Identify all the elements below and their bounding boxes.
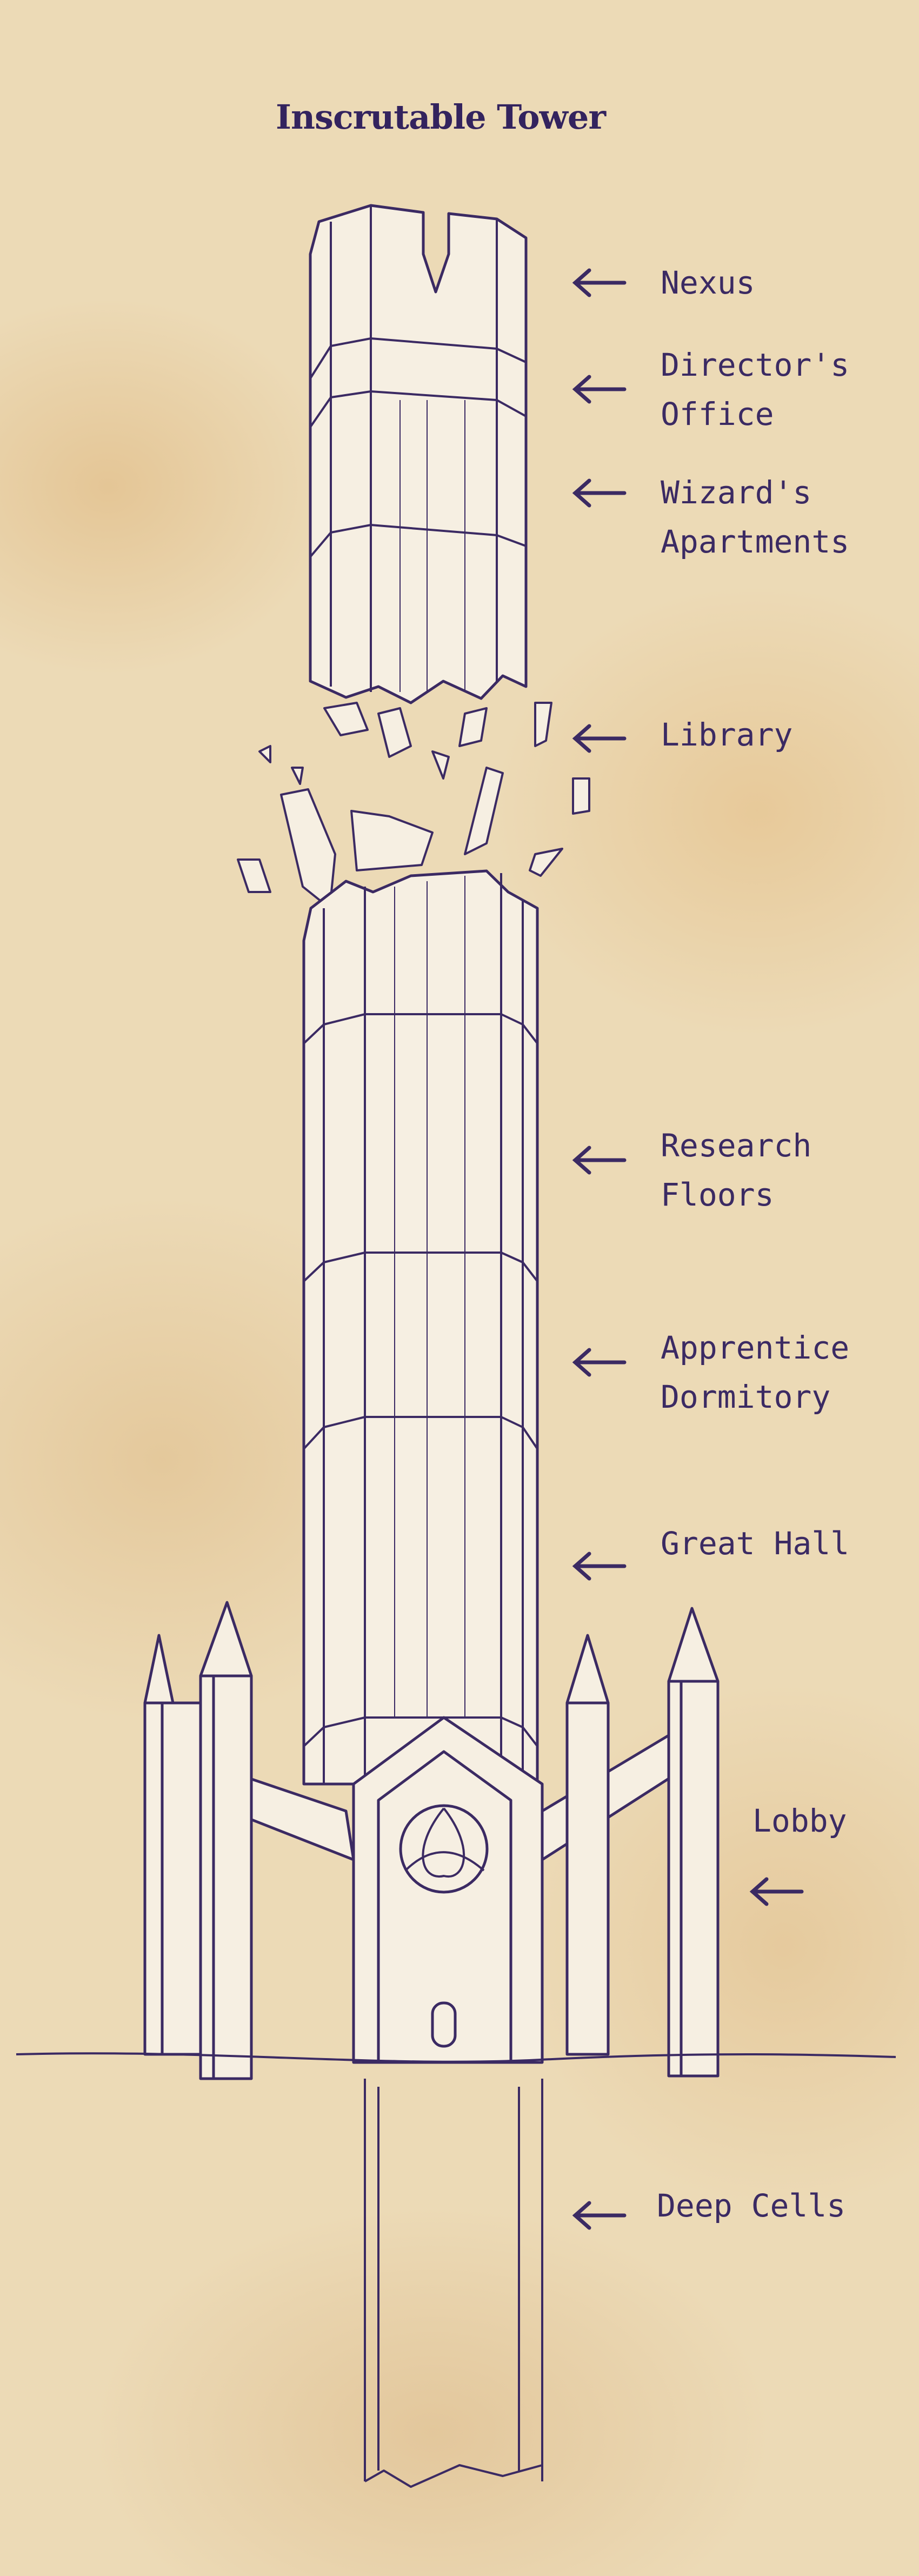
label-great-hall: Great Hall: [661, 1525, 850, 1562]
label-library: Library: [661, 716, 793, 753]
arrow-directors-office: [572, 375, 627, 404]
arrow-nexus: [572, 268, 627, 297]
arrow-great-hall: [572, 1552, 627, 1581]
label-line: Wizard's: [661, 474, 812, 511]
label-directors-office: Director's Office: [661, 341, 849, 439]
label-research-floors: Research Floors: [661, 1121, 811, 1220]
label-line: Director's: [661, 347, 850, 383]
label-apprentice-dormitory: Apprentice Dormitory: [661, 1323, 849, 1422]
lower-tower-section: [302, 869, 539, 1786]
upper-tower-section: [309, 204, 528, 704]
page-title: Inscrutable Tower: [275, 97, 606, 137]
label-line: Research: [661, 1127, 812, 1164]
arrow-deep-cells: [572, 2201, 627, 2230]
label-line: Apprentice: [661, 1329, 850, 1366]
arrow-lobby: [749, 1877, 804, 1906]
arrow-library: [572, 724, 627, 753]
arrow-research-floors: [572, 1146, 627, 1175]
triquetra-emblem: [399, 1804, 489, 1894]
ground-line: [16, 2052, 896, 2063]
arrow-wizards-apartments: [572, 478, 627, 508]
label-line: Dormitory: [661, 1379, 831, 1415]
debris: [237, 702, 590, 909]
label-wizards-apartments: Wizard's Apartments: [661, 468, 849, 567]
tower-base: [143, 1601, 720, 2080]
label-line: Apartments: [661, 523, 850, 560]
label-nexus: Nexus: [661, 264, 755, 301]
label-lobby: Lobby: [752, 1802, 847, 1839]
deep-shaft: [364, 2079, 543, 2488]
label-line: Office: [661, 396, 774, 432]
label-line: Floors: [661, 1176, 774, 1213]
arrow-apprentice-dormitory: [572, 1348, 627, 1377]
label-deep-cells: Deep Cells: [657, 2187, 846, 2224]
door: [431, 2001, 457, 2048]
